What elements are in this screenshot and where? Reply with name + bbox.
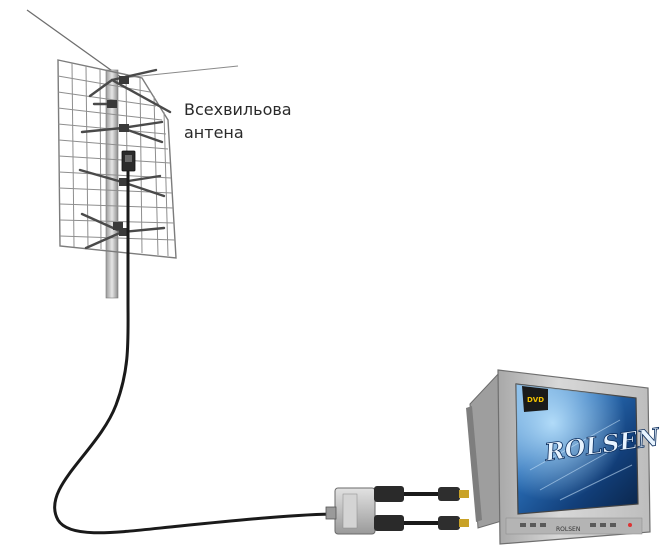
antenna-mast — [105, 69, 119, 299]
antenna-label-line-2: антена — [184, 123, 244, 142]
splitter — [325, 486, 404, 535]
television: DVD ROLSEN ROLSEN — [466, 369, 661, 545]
tv-dvd-badge-text: DVD — [527, 396, 544, 404]
label-holder — [0, 0, 1, 1]
plug-2-icon — [438, 516, 460, 530]
antenna-label: Всехвильова антена — [184, 98, 334, 144]
tv-screen-streaks — [529, 419, 633, 501]
tv-brand-label: ROLSEN — [556, 526, 580, 533]
plug-1-tip — [459, 490, 469, 498]
splitter-input-connector — [325, 506, 337, 520]
antenna-support-wire — [26, 9, 123, 79]
tv-power-indicator — [628, 523, 632, 527]
tv-control-panel — [505, 517, 643, 535]
antenna-reflector-grid — [57, 59, 177, 259]
tv-screen-glow — [516, 384, 638, 514]
coax-cable — [53, 170, 340, 535]
antenna-label-line-1: Всехвильова — [184, 100, 292, 119]
plug-1-icon — [438, 487, 460, 501]
amplifier-window — [125, 155, 132, 162]
tv-dvd-badge — [522, 386, 548, 412]
output-cables — [404, 487, 469, 530]
splitter-output-2 — [374, 515, 404, 531]
antenna-clamps — [107, 76, 129, 236]
tv-back-edge — [466, 406, 482, 522]
splitter-output-1 — [374, 486, 404, 502]
plug-2-tip — [459, 519, 469, 527]
antenna-guy-wire — [121, 65, 239, 79]
splitter-label — [342, 493, 358, 529]
tv-buttons — [520, 523, 616, 527]
antenna — [26, 9, 239, 299]
